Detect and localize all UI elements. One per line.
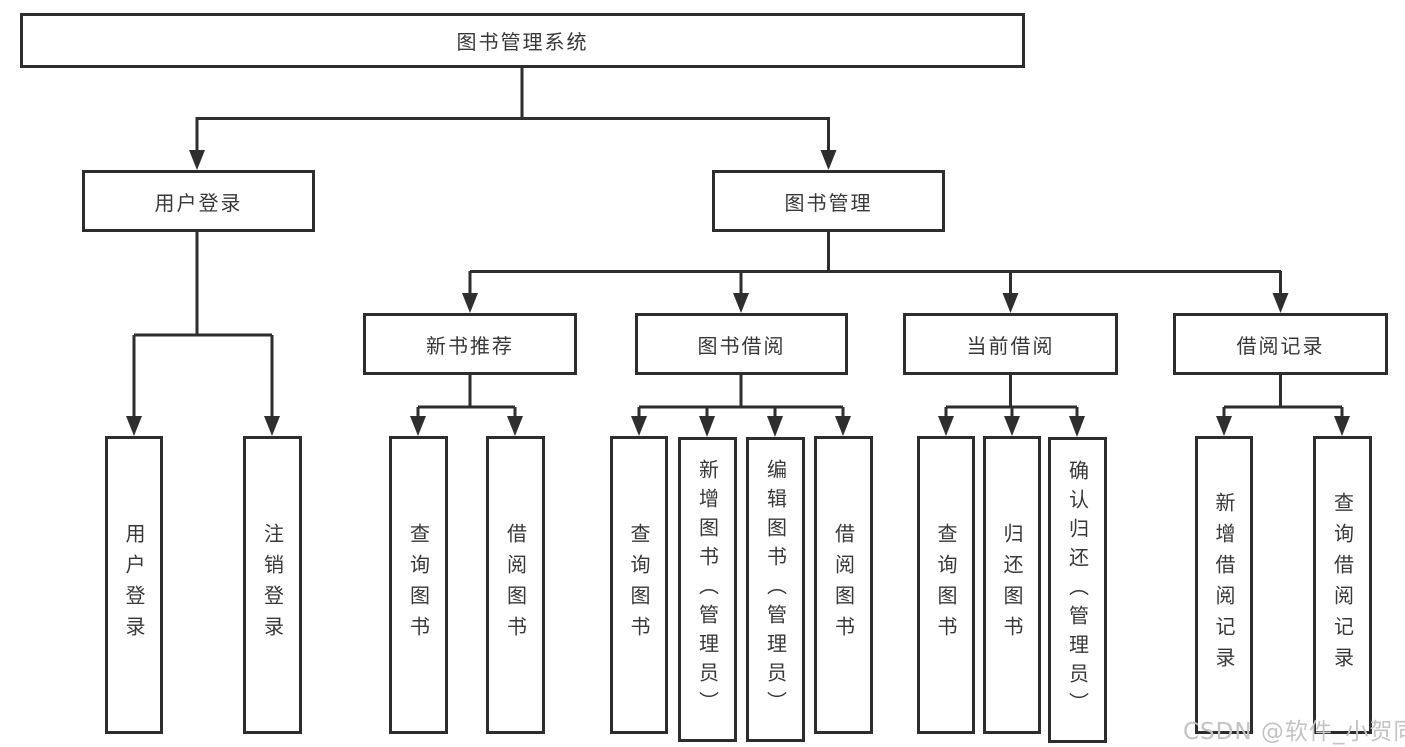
arrowhead-down bbox=[264, 416, 280, 436]
arrowhead-down bbox=[631, 416, 647, 436]
node-borrow-records: 借阅记录 bbox=[1173, 313, 1388, 375]
leaf-borrow-books: 借阅图书 bbox=[486, 436, 545, 734]
arrowhead-down bbox=[1216, 416, 1232, 436]
leaf-query-books: 查询图书 bbox=[389, 436, 448, 734]
node-current-borrow: 当前借阅 bbox=[903, 313, 1118, 375]
arrowhead-down bbox=[699, 416, 715, 437]
leaf-query-borrow-record: 查询借阅记录 bbox=[1313, 436, 1372, 734]
leaf-logout: 注销登录 bbox=[243, 436, 302, 734]
arrowhead-down bbox=[507, 416, 523, 436]
leaf-query-books: 查询图书 bbox=[917, 436, 975, 734]
arrowhead-down bbox=[1002, 293, 1019, 313]
csdn-watermark: CSDN @软件_小贺同学 bbox=[1183, 719, 1405, 745]
leaf-add-borrow-record: 新增借阅记录 bbox=[1195, 436, 1253, 734]
arrowhead-down bbox=[189, 150, 205, 170]
leaf-confirm-return-admin: 确认归还（管理员） bbox=[1048, 437, 1107, 743]
node-book-borrow: 图书借阅 bbox=[635, 313, 848, 375]
arrowhead-down bbox=[410, 416, 426, 436]
leaf-query-books: 查询图书 bbox=[610, 436, 668, 734]
arrowhead-down bbox=[938, 416, 954, 436]
arrowhead-down bbox=[820, 150, 837, 170]
node-new-book-recommend: 新书推荐 bbox=[363, 313, 577, 375]
arrowhead-down bbox=[733, 293, 749, 313]
leaf-user-login: 用户登录 bbox=[105, 436, 163, 734]
leaf-return-books: 归还图书 bbox=[983, 436, 1041, 734]
arrowhead-down bbox=[835, 416, 851, 436]
arrowhead-down bbox=[767, 416, 783, 437]
leaf-borrow-books: 借阅图书 bbox=[814, 436, 873, 734]
arrowhead-down bbox=[1069, 416, 1085, 437]
arrowhead-down bbox=[1272, 293, 1289, 313]
arrowhead-down bbox=[462, 293, 478, 313]
arrowhead-down bbox=[1004, 416, 1020, 436]
leaf-add-books-admin: 新增图书（管理员） bbox=[678, 437, 737, 742]
leaf-edit-books-admin: 编辑图书（管理员） bbox=[746, 437, 805, 742]
node-user-login: 用户登录 bbox=[82, 170, 315, 232]
node-book-management: 图书管理 bbox=[712, 170, 945, 232]
node-root-system: 图书管理系统 bbox=[20, 13, 1025, 68]
arrowhead-down bbox=[1334, 416, 1350, 436]
arrowhead-down bbox=[126, 416, 142, 436]
